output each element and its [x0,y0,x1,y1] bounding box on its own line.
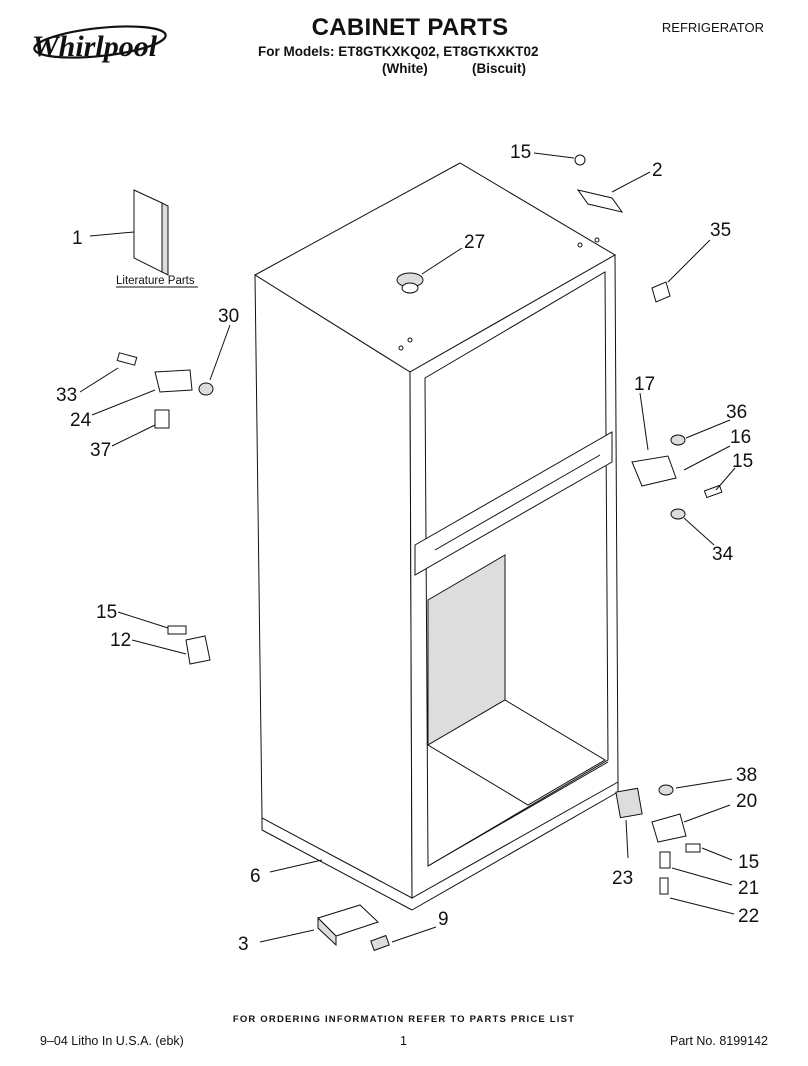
callout-9: 9 [438,909,449,930]
literature-parts-book [133,189,169,276]
literature-parts-label: Literature Parts [116,275,195,287]
callout-labels: 1 15 2 35 27 30 33 24 37 17 36 16 15 34 … [56,142,759,955]
clip-bracket [167,625,211,665]
leader-lines [79,152,736,943]
callout-1: 1 [72,228,83,249]
callout-38: 38 [736,765,757,786]
callout-17: 17 [634,374,655,395]
appliance-type: REFRIGERATOR [661,20,764,35]
handle-stop-parts [116,352,214,429]
callout-37: 37 [90,440,111,461]
cabinet-parts-diagram: Literature Parts [56,142,759,955]
callout-12: 12 [110,630,131,651]
callout-23: 23 [612,868,633,889]
callout-33: 33 [56,385,77,406]
page-title: CABINET PARTS [311,14,509,41]
callout-15-middle: 15 [732,451,753,472]
plug-button [396,272,424,294]
center-hinge-parts [631,434,723,520]
leveling-leg-assembly [317,904,390,952]
litho-info: 9–04 Litho In U.S.A. (ebk) [40,1034,184,1048]
callout-30: 30 [218,306,239,327]
callout-16: 16 [730,427,751,448]
part-number: Part No. 8199142 [670,1034,768,1048]
top-hinge-bracket [574,154,624,213]
page-number: 1 [400,1034,407,1048]
variant-white-label: (White) [382,61,428,76]
whirlpool-logo: Whirlpool [32,25,167,63]
callout-3: 3 [238,934,249,955]
callout-15-top: 15 [510,142,531,163]
callout-21: 21 [738,878,759,899]
callout-15-bottom: 15 [738,852,759,873]
callout-6: 6 [250,866,261,887]
callout-27: 27 [464,232,485,253]
svg-text:Whirlpool: Whirlpool [32,30,158,63]
callout-22: 22 [738,906,759,927]
ordering-note: FOR ORDERING INFORMATION REFER TO PARTS … [232,1014,576,1025]
variant-biscuit-label: (Biscuit) [472,61,526,76]
bottom-hinge-parts [615,784,701,895]
refrigerator-cabinet [254,162,619,911]
callout-35: 35 [710,220,731,241]
callout-24: 24 [70,410,92,431]
callout-34: 34 [712,544,734,565]
callout-36: 36 [726,402,747,423]
model-numbers: For Models: ET8GTKXKQ02, ET8GTKXKT02 [258,44,539,59]
callout-15-left: 15 [96,602,117,623]
callout-20: 20 [736,791,757,812]
callout-2: 2 [652,160,663,181]
hinge-cover [651,281,671,303]
